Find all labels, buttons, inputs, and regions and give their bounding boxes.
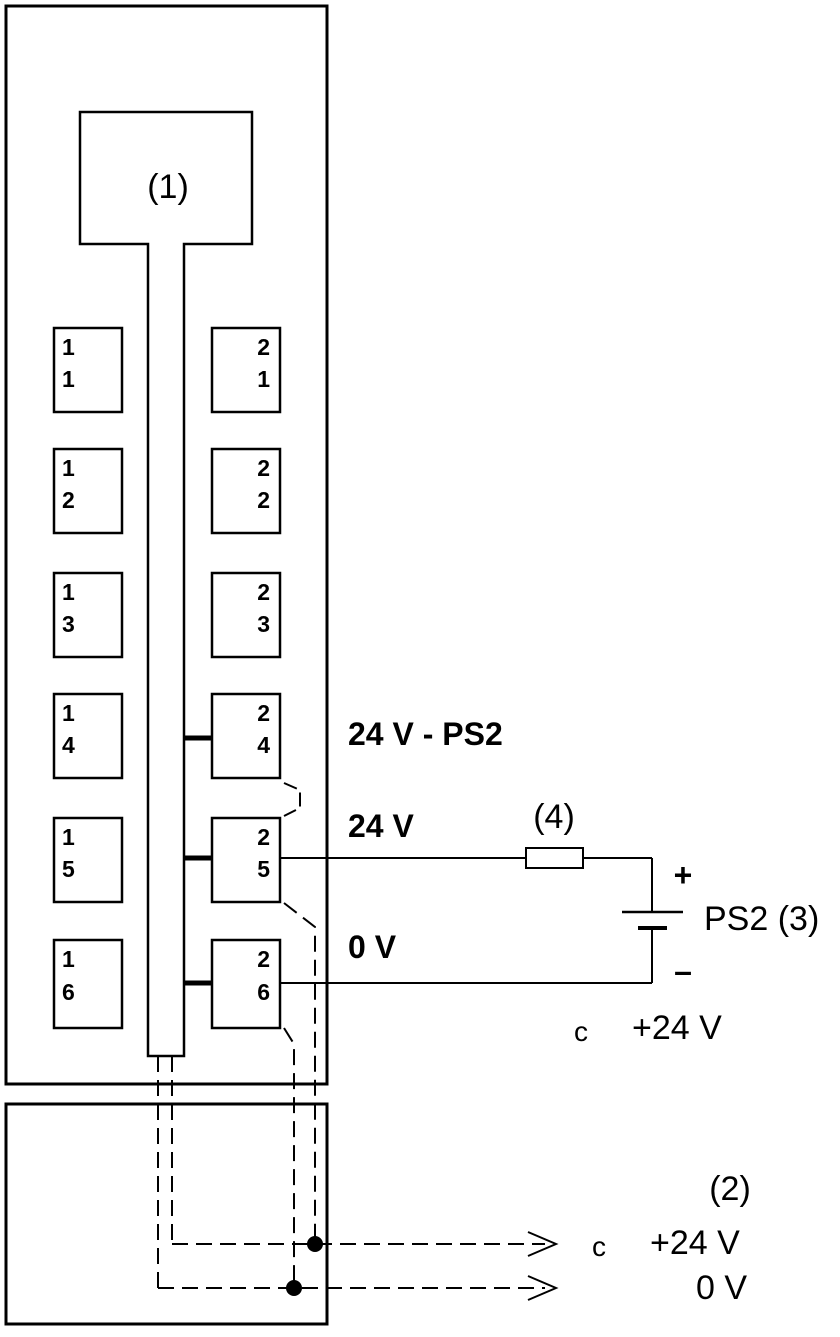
- terminal-digit: 5: [62, 856, 75, 882]
- terminal-16: 1 6: [52, 938, 124, 1030]
- base-callout: (2): [709, 1170, 751, 1208]
- bridge-24-25: [283, 782, 301, 817]
- terminal-14: 1 4: [52, 692, 124, 780]
- terminal-23: 2 3: [210, 571, 282, 659]
- supply-wiring: [280, 857, 653, 984]
- module-housing: [4, 4, 329, 1086]
- terminal-digit: 2: [257, 579, 270, 605]
- junction-zero: [286, 1280, 302, 1296]
- terminal-digit: 2: [257, 824, 270, 850]
- terminal-digit: 2: [257, 334, 270, 360]
- label-0v: 0 V: [348, 929, 397, 965]
- terminal-digit: 5: [257, 856, 270, 882]
- terminal-digit: 2: [257, 946, 270, 972]
- terminal-digit: 3: [257, 611, 270, 637]
- power-supply-label: PS2 (3): [704, 900, 819, 938]
- base-plus-24v: +24 V: [650, 1224, 740, 1262]
- terminal-digit: 1: [62, 334, 75, 360]
- junction-plus: [307, 1236, 323, 1252]
- terminal-digit: 1: [62, 700, 75, 726]
- terminal-11: 1 1: [52, 326, 124, 414]
- terminal-digit: 2: [62, 487, 75, 513]
- base-zero-v: 0 V: [696, 1269, 747, 1307]
- fuse-label: (4): [533, 798, 575, 836]
- terminal-digit: 2: [257, 700, 270, 726]
- component-1-label: (1): [147, 168, 189, 206]
- terminal-digit: 3: [62, 611, 75, 637]
- terminal-digit: 2: [257, 487, 270, 513]
- terminal-13: 1 3: [52, 571, 124, 659]
- terminal-12: 1 2: [52, 447, 124, 535]
- arrow-plus-24v: [527, 1231, 559, 1257]
- terminal-21: 2 1: [210, 326, 282, 414]
- label-24v: 24 V: [348, 808, 414, 844]
- terminal-15: 1 5: [52, 816, 124, 904]
- arrow-0v: [527, 1275, 559, 1301]
- plus-sign: +: [674, 857, 693, 893]
- terminal-digit: 1: [62, 366, 75, 392]
- label-24v-ps2: 24 V - PS2: [348, 716, 503, 752]
- module-symbol-c: c: [574, 1016, 588, 1047]
- fuse-symbol: [525, 847, 584, 869]
- base-unit: [4, 1102, 329, 1326]
- terminal-digit: 2: [257, 455, 270, 481]
- terminal-digit: 1: [257, 366, 270, 392]
- minus-sign: –: [674, 953, 692, 989]
- terminal-digit: 6: [62, 979, 75, 1005]
- terminal-22: 2 2: [210, 447, 282, 535]
- terminal-digit: 4: [62, 732, 75, 758]
- terminal-digit: 1: [62, 579, 75, 605]
- terminal-24: 2 4: [210, 692, 282, 780]
- terminal-digit: 1: [62, 946, 75, 972]
- terminal-digit: 6: [257, 979, 270, 1005]
- terminal-digit: 4: [257, 732, 270, 758]
- terminal-26: 2 6: [210, 938, 282, 1030]
- module-plus-24v: +24 V: [632, 1009, 722, 1047]
- base-symbol-c: c: [592, 1231, 606, 1262]
- component-1-outline: [78, 110, 254, 1058]
- terminal-digit: 1: [62, 455, 75, 481]
- internal-dashed-lines: [157, 902, 545, 1289]
- terminal-digit: 1: [62, 824, 75, 850]
- terminal-25: 2 5: [210, 816, 282, 904]
